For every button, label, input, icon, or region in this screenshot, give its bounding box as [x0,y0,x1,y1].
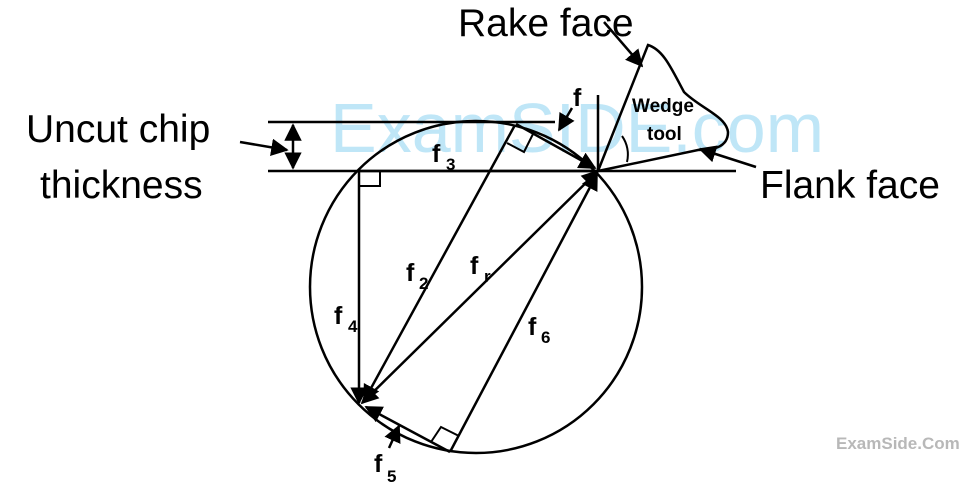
f3-label: f [432,140,441,168]
rake-face-label: Rake face [458,2,634,45]
f5-label-arrow [384,424,401,449]
f3-subscript: 3 [446,155,455,174]
f6-label: f [528,313,537,341]
f2-subscript: 2 [419,274,428,293]
tool-label: tool [647,124,682,145]
f2-label: f [406,259,415,287]
watermark-corner-text: ExamSide.Com [836,434,960,453]
f5-vector [364,405,451,454]
f6-subscript: 6 [541,328,550,347]
f5-subscript: 5 [387,467,396,486]
right-angle-marker-bottom [430,425,460,443]
fr-label: f [470,252,479,280]
flank-face-label: Flank face [760,164,940,207]
rake-angle-arc [621,135,629,163]
f5-label: f [374,450,383,478]
rake-face-leader [603,21,644,68]
thickness-label: thickness [40,164,203,207]
f4-subscript: 4 [348,317,358,336]
wedge-label: Wedge [632,96,694,117]
uncut-leader-line [239,138,289,156]
fr-subscript: r [484,267,491,286]
f-label-arrow [557,107,575,132]
right-angle-marker-top [506,133,534,154]
f4-label: f [334,302,343,330]
f2-vector [362,124,517,403]
f-label: f [573,84,582,112]
right-angle-marker-f3-f4 [359,171,381,187]
flank-face-leader [698,145,757,169]
fr-vector [360,169,600,405]
f-vector [515,122,597,170]
uncut-chip-label: Uncut chip [26,108,210,151]
f6-vector [448,172,599,453]
